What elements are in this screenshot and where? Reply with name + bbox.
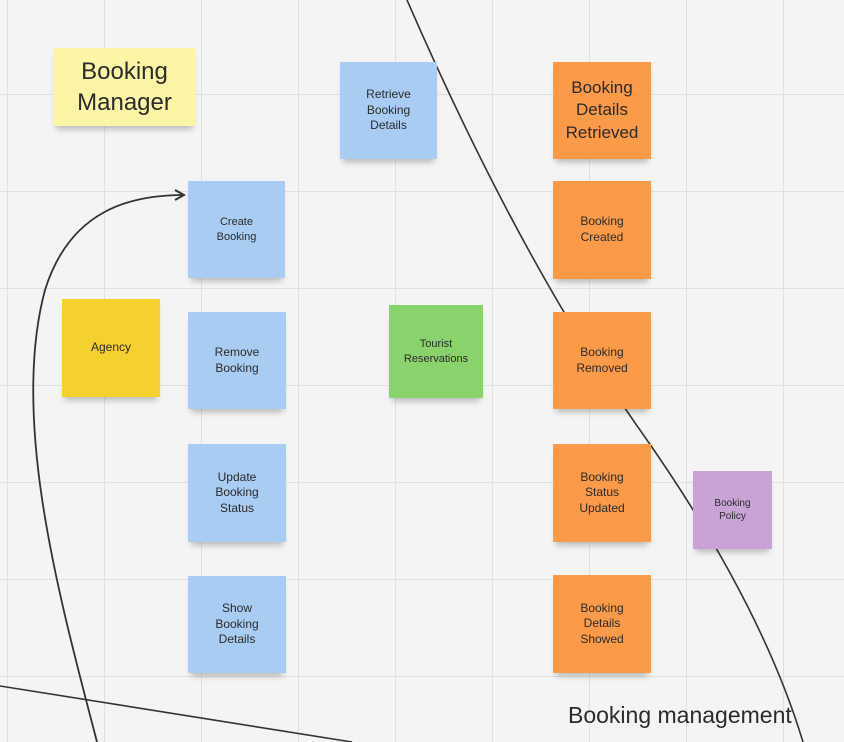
event-booking-details-showed[interactable]: Booking Details Showed <box>553 575 651 673</box>
command-show-booking-details[interactable]: Show Booking Details <box>188 576 286 673</box>
read-model-tourist-reservations[interactable]: Tourist Reservations <box>389 305 483 398</box>
command-update-booking-status[interactable]: Update Booking Status <box>188 444 286 542</box>
command-remove-booking[interactable]: Remove Booking <box>188 312 286 409</box>
section-label-booking-management: Booking management <box>568 702 792 728</box>
flow-arrow <box>32 195 184 742</box>
event-booking-removed[interactable]: Booking Removed <box>553 312 651 409</box>
event-booking-details-retrieved[interactable]: Booking Details Retrieved <box>553 62 651 159</box>
event-booking-created[interactable]: Booking Created <box>553 181 651 279</box>
boundary-line-right <box>406 0 804 742</box>
boundary-line-bottom <box>0 685 353 742</box>
aggregate-booking-manager[interactable]: Booking Manager <box>53 48 196 126</box>
policy-booking-policy[interactable]: Booking Policy <box>693 471 772 549</box>
command-retrieve-booking-details[interactable]: Retrieve Booking Details <box>340 62 437 159</box>
actor-agency[interactable]: Agency <box>62 299 160 397</box>
command-create-booking[interactable]: Create Booking <box>188 181 285 278</box>
event-booking-status-updated[interactable]: Booking Status Updated <box>553 444 651 542</box>
